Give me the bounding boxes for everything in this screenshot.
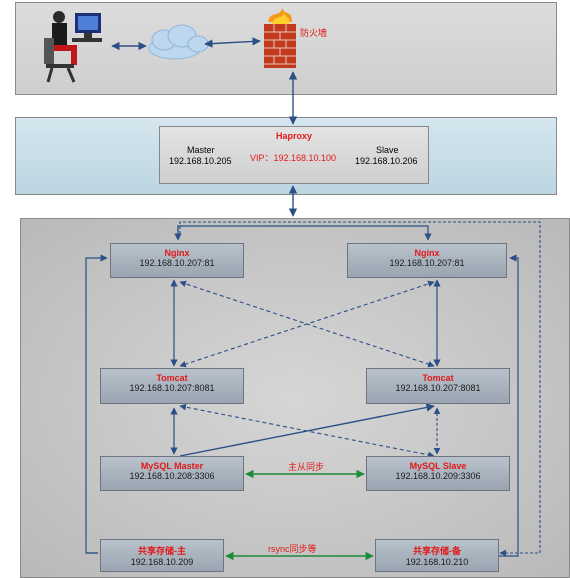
haproxy-vip: VIP：192.168.10.100 — [250, 153, 337, 163]
user-computer-icon — [44, 11, 102, 83]
nginx-left-node: Nginx 192.168.10.207:81 — [110, 243, 244, 278]
storage-backup-node: 共享存储-备 192.168.10.210 — [375, 539, 499, 572]
node-title: MySQL Master — [140, 461, 204, 471]
haproxy-slave-ip: 192.168.10.206 — [355, 156, 418, 166]
nginx-right-node: Nginx 192.168.10.207:81 — [347, 243, 507, 278]
tomcat-left-node: Tomcat 192.168.10.207:8081 — [100, 368, 244, 404]
mysql-master-node: MySQL Master 192.168.10.208:3306 — [100, 456, 244, 491]
node-ip: 192.168.10.207:8081 — [395, 383, 481, 393]
node-ip: 192.168.10.207:8081 — [129, 383, 215, 393]
haproxy-title: Haproxy — [275, 131, 312, 141]
node-ip: 192.168.10.209:3306 — [395, 471, 481, 481]
node-title: Tomcat — [422, 373, 454, 383]
haproxy-slave-label: Slave — [376, 145, 399, 155]
node-title: MySQL Slave — [409, 461, 467, 471]
node-ip: 192.168.10.208:3306 — [129, 471, 215, 481]
haproxy-master-ip: 192.168.10.205 — [169, 156, 232, 166]
node-ip: 192.168.10.207:81 — [389, 258, 465, 268]
node-title: 共享存储-备 — [413, 546, 461, 556]
node-ip: 192.168.10.209 — [130, 557, 194, 567]
storage-main-node: 共享存储-主 192.168.10.209 — [100, 539, 224, 572]
node-title: Nginx — [164, 248, 190, 258]
node-title: Nginx — [414, 248, 440, 258]
node-ip: 192.168.10.207:81 — [139, 258, 215, 268]
mysql-sync-label: 主从同步 — [288, 462, 325, 472]
tomcat-right-node: Tomcat 192.168.10.207:8081 — [366, 368, 510, 404]
node-ip: 192.168.10.210 — [405, 557, 469, 567]
node-title: Tomcat — [156, 373, 188, 383]
mysql-slave-node: MySQL Slave 192.168.10.209:3306 — [366, 456, 510, 491]
rsync-label: rsync同步等 — [268, 544, 317, 554]
cloud-icon — [148, 24, 209, 60]
firewall-icon — [264, 8, 296, 68]
haproxy-master-label: Master — [187, 145, 215, 155]
haproxy-node: Haproxy — [159, 126, 429, 184]
firewall-label: 防火墙 — [300, 28, 328, 38]
node-title: 共享存储-主 — [138, 546, 186, 556]
